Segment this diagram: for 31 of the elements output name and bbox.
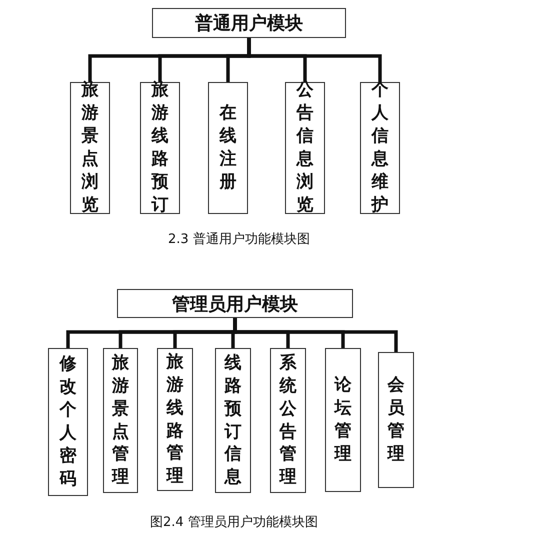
module-name: 会员管理 xyxy=(388,374,404,466)
connector-line xyxy=(247,38,382,82)
module-box xyxy=(157,348,193,491)
module-box xyxy=(378,352,414,488)
module-name: 普通用户模块 xyxy=(195,12,303,35)
module-box xyxy=(70,82,110,214)
module-box xyxy=(117,289,353,318)
module-name: 旅游景点管理 xyxy=(112,352,129,490)
module-box xyxy=(285,82,325,214)
module-name: 管理员用户模块 xyxy=(172,292,298,316)
module-name: 在线注册 xyxy=(220,102,236,194)
module-box xyxy=(215,348,251,493)
module-box xyxy=(325,348,361,492)
module-name: 论坛管理 xyxy=(334,374,352,466)
module-name: 旅游景点浏览 xyxy=(82,79,98,217)
module-box xyxy=(208,82,248,214)
module-box xyxy=(140,82,180,214)
module-box xyxy=(152,8,346,38)
module-name: 公告信息浏览 xyxy=(296,79,314,217)
module-name: 修改个人密码 xyxy=(60,353,76,491)
figure-caption: 图2.4 管理员用户功能模块图 xyxy=(150,514,318,531)
module-box xyxy=(270,348,306,493)
module-box xyxy=(48,348,88,496)
module-name: 线路预订信息 xyxy=(224,352,242,490)
module-box xyxy=(360,82,400,214)
module-name: 旅游线路预订 xyxy=(152,79,168,217)
module-name: 系统公告管理 xyxy=(280,352,296,490)
figure-caption: 2.3 普通用户功能模块图 xyxy=(168,230,310,248)
module-box xyxy=(103,348,138,493)
module-name: 旅游线路管理 xyxy=(166,350,184,488)
module-name: 个人信息维护 xyxy=(372,79,388,217)
